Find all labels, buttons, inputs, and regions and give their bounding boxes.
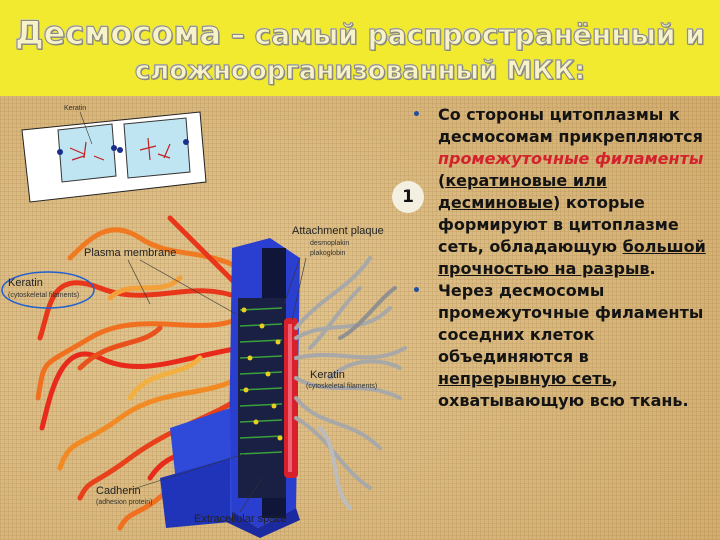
bullet-paragraph-1: • Со стороны цитоплазмы к десмосомам прик… bbox=[412, 104, 712, 280]
bullet-2-underline: непрерывную сеть bbox=[438, 369, 612, 388]
label-attachment-sub1: desmoplakin bbox=[310, 240, 349, 247]
label-keratin-right-sub: (cytoskeletal filaments) bbox=[306, 383, 377, 390]
bullet-2-part-3: , охватывающую всю ткань. bbox=[438, 369, 689, 410]
bullet-1-underline-1: кератиновые или десминовые bbox=[438, 171, 607, 212]
bullet-dot-icon: • bbox=[412, 283, 421, 299]
bullet-1-part-3: ( bbox=[438, 171, 446, 190]
title-band: Десмосома – самый распространённый и сло… bbox=[0, 0, 720, 96]
cadherin-proteins bbox=[238, 298, 286, 498]
bullet-1-underline-2: большой прочностью на разрыв bbox=[438, 237, 706, 278]
step-number-badge: 1 bbox=[392, 181, 424, 213]
inset-cells: Keratin bbox=[21, 105, 207, 203]
right-keratin-filaments bbox=[294, 256, 407, 510]
label-keratin-left: Keratin bbox=[8, 277, 43, 289]
keratin-left-highlight bbox=[1, 271, 95, 309]
label-plasma-membrane: Plasma membrane bbox=[84, 247, 176, 259]
title-line-1: Десмосома – самый распространённый и bbox=[0, 14, 720, 53]
label-attachment-sub2: plakoglobin bbox=[310, 250, 346, 257]
label-extracellular-space: Extracellular space bbox=[194, 513, 287, 525]
label-keratin-right: Keratin bbox=[310, 369, 345, 381]
text-column: • Со стороны цитоплазмы к десмосомам прик… bbox=[412, 104, 712, 412]
label-keratin-left-sub: (cytoskeletal filaments) bbox=[8, 292, 79, 299]
bullet-dot-icon: • bbox=[412, 107, 421, 123]
label-cadherin: Cadherin bbox=[96, 485, 141, 497]
title-line-2: сложноорганизованный МКК: bbox=[134, 56, 586, 87]
bullet-1-highlight: промежуточные филаменты bbox=[438, 149, 704, 168]
bullet-2-part-1: Через десмосомы промежуточные филаменты … bbox=[438, 281, 704, 366]
bullet-1-part-7: . bbox=[649, 259, 656, 278]
title-term: Десмосома bbox=[15, 14, 222, 53]
title-line-1-rest: – самый распространённый и bbox=[221, 18, 705, 52]
label-keratin-top: Keratin bbox=[64, 105, 86, 112]
bullet-1-part-1: Со стороны цитоплазмы к десмосомам прикр… bbox=[438, 105, 703, 146]
label-attachment-plaque: Attachment plaque bbox=[292, 225, 384, 237]
bullet-1-part-5: ) которые формируют в цитоплазме сеть, о… bbox=[438, 193, 679, 256]
bullet-paragraph-2: • Через десмосомы промежуточные филаменты… bbox=[412, 280, 712, 412]
desmosome-diagram: Keratin bbox=[1, 105, 407, 538]
label-cadherin-sub: (adhesion protein) bbox=[96, 499, 152, 506]
